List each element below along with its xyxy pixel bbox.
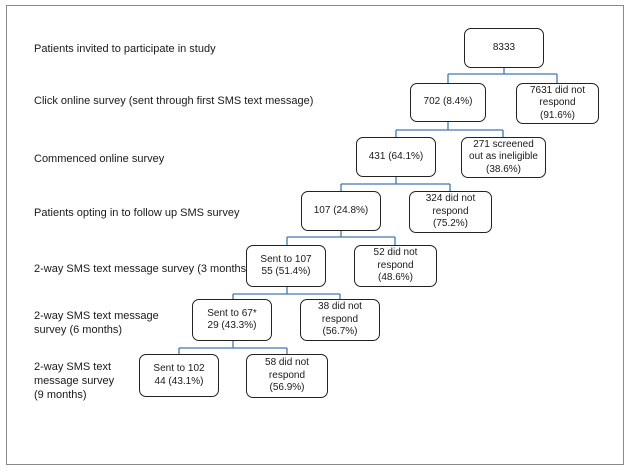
box-opt-in-not-responded: 324 did not respond (75.2%)	[409, 191, 492, 233]
box-commenced: 431 (64.1%)	[356, 137, 436, 177]
stage-label-commenced: Commenced online survey	[34, 153, 165, 165]
box-clicked: 702 (8.4%)	[410, 83, 486, 122]
box-opted-in: 107 (24.8%)	[301, 191, 381, 231]
box-9-months: Sent to 102 44 (43.1%)	[139, 354, 219, 397]
box-screened-out: 271 screened out as ineligible (38.6%)	[461, 137, 546, 178]
box-3-months-not-responded: 52 did not respond (48.6%)	[354, 245, 437, 287]
box-click-not-responded: 7631 did not respond (91.6%)	[516, 83, 599, 124]
box-invited: 8333	[464, 28, 544, 68]
stage-label-3-months: 2-way SMS text message survey (3 months)	[34, 263, 250, 275]
stage-label-invited: Patients invited to participate in study	[34, 43, 216, 55]
stage-label-opting-in: Patients opting in to follow up SMS surv…	[34, 207, 240, 219]
box-6-months: Sent to 67* 29 (43.3%)	[192, 299, 272, 341]
box-9-months-not-responded: 58 did not respond (56.9%)	[246, 354, 328, 398]
stage-label-click-survey: Click online survey (sent through first …	[34, 95, 314, 107]
box-3-months: Sent to 107 55 (51.4%)	[246, 245, 326, 287]
stage-label-9-months: 2-way SMS text message survey (9 months)	[34, 361, 115, 401]
diagram-frame	[6, 5, 624, 465]
stage-label-6-months: 2-way SMS text message survey (6 months)	[34, 310, 159, 336]
box-6-months-not-responded: 38 did not respond (56.7%)	[300, 299, 380, 341]
